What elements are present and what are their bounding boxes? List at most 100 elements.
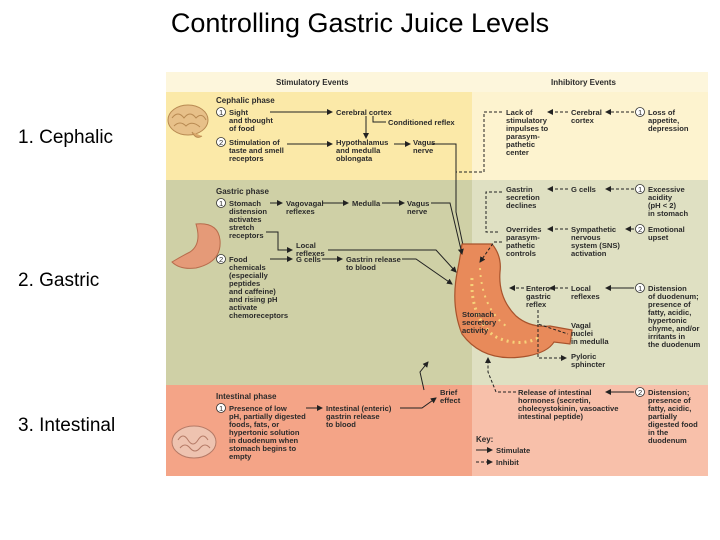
emotional-upset-text: Emotional upset: [648, 225, 685, 242]
svg-text:Hypothalamus: Hypothalamus: [336, 138, 388, 147]
inhibitory-cortex-text: Cerebral cortex: [571, 108, 602, 125]
svg-text:Vagal: Vagal: [571, 321, 591, 330]
svg-text:in stomach: in stomach: [648, 209, 688, 218]
svg-text:stimulatory: stimulatory: [506, 116, 548, 125]
gastrin-declines-text: Gastrin secretion declines: [506, 185, 540, 210]
intestinal-phase-title: Intestinal phase: [216, 392, 277, 401]
gastric-control-figure: Stimulatory Events Inhibitory Events Cep…: [166, 72, 708, 476]
intestinal-arrows: [306, 357, 634, 411]
svg-text:Sympathetic: Sympathetic: [571, 225, 616, 234]
svg-text:acidity: acidity: [648, 193, 673, 202]
svg-text:hypertonic solution: hypertonic solution: [229, 428, 300, 437]
svg-text:Brief: Brief: [440, 388, 458, 397]
enterogastric-text: Entero- gastric reflex: [526, 284, 553, 309]
svg-text:nervous: nervous: [571, 233, 601, 242]
svg-text:receptors: receptors: [229, 231, 264, 240]
cephalic-phase-label: 1. Cephalic: [18, 127, 114, 148]
stomach-icon: [171, 223, 221, 269]
svg-text:Sight: Sight: [229, 108, 248, 117]
svg-text:1: 1: [219, 404, 223, 413]
svg-text:foods, fats, or: foods, fats, or: [229, 420, 279, 429]
svg-text:in medulla: in medulla: [571, 337, 609, 346]
svg-text:gastric: gastric: [526, 292, 551, 301]
svg-text:parasym-: parasym-: [506, 233, 540, 242]
cephalic-sight-text: Sight and thought of food: [229, 108, 273, 133]
overrides-text: Overrides parasym- pathetic controls: [506, 225, 541, 258]
inhib-local-reflexes-text: Local reflexes: [571, 284, 600, 301]
intestine-icon: [171, 425, 217, 459]
gastric-inhib-1-marker: 1: [635, 184, 645, 194]
local-reflexes-text: Local reflexes: [296, 241, 325, 258]
svg-text:taste and smell: taste and smell: [229, 146, 284, 155]
svg-text:Loss of: Loss of: [648, 108, 675, 117]
svg-text:reflex: reflex: [526, 300, 547, 309]
svg-text:1: 1: [638, 185, 642, 194]
svg-text:the duodenum: the duodenum: [648, 340, 701, 349]
svg-text:of food: of food: [229, 124, 255, 133]
svg-text:appetite,: appetite,: [648, 116, 679, 125]
svg-text:of duodenum;: of duodenum;: [648, 292, 699, 301]
intestinal-band-right: [472, 385, 708, 476]
stimulatory-header: Stimulatory Events: [276, 78, 349, 87]
svg-text:chemicals: chemicals: [229, 263, 266, 272]
svg-text:Vagus: Vagus: [413, 138, 435, 147]
legend-inhibit-label: Inhibit: [496, 458, 519, 467]
svg-text:Distension: Distension: [648, 284, 687, 293]
svg-text:Gastrin release: Gastrin release: [346, 255, 401, 264]
duodenum-distension-text: Distension of duodenum; presence of fatt…: [648, 284, 701, 349]
svg-text:chemoreceptors: chemoreceptors: [229, 311, 288, 320]
svg-text:gastrin release: gastrin release: [326, 412, 380, 421]
svg-text:receptors: receptors: [229, 154, 264, 163]
svg-text:distension: distension: [229, 207, 267, 216]
svg-text:duodenum: duodenum: [648, 436, 687, 445]
svg-text:reflexes: reflexes: [296, 249, 325, 258]
svg-text:in duodenum when: in duodenum when: [229, 436, 299, 445]
svg-text:2: 2: [638, 388, 642, 397]
svg-text:nuclei: nuclei: [571, 329, 593, 338]
cephalic-inhib-marker: 1: [635, 107, 645, 117]
stomach-illustration: [454, 243, 573, 359]
svg-text:1: 1: [638, 284, 642, 293]
cerebral-cortex-label: Cerebral cortex: [336, 108, 392, 117]
presence-low-ph-text: Presence of low pH, partially digested f…: [229, 404, 306, 461]
svg-text:parasym-: parasym-: [506, 132, 540, 141]
gastric-phase-title: Gastric phase: [216, 187, 269, 196]
inhib-g-cells-label: G cells: [571, 185, 596, 194]
svg-text:and caffeine): and caffeine): [229, 287, 276, 296]
intestinal-phase-label: 3. Intestinal: [18, 415, 116, 436]
svg-text:Stomach: Stomach: [462, 310, 494, 319]
svg-text:presence of: presence of: [648, 396, 691, 405]
intestinal-step-1-marker: 1: [216, 403, 226, 413]
gastrin-release-text: Gastrin release to blood: [346, 255, 401, 272]
cephalic-band-right: [472, 92, 708, 180]
svg-text:and medulla: and medulla: [336, 146, 381, 155]
svg-text:upset: upset: [648, 233, 669, 242]
svg-text:Stimulation of: Stimulation of: [229, 138, 280, 147]
hypothalamus-text: Hypothalamus and medulla oblongata: [336, 138, 388, 163]
svg-text:pathetic: pathetic: [506, 241, 535, 250]
svg-text:Vagovagal: Vagovagal: [286, 199, 324, 208]
intestinal-inhib-marker: 2: [635, 387, 645, 397]
svg-text:declines: declines: [506, 201, 536, 210]
gastric-inhib-2-marker: 2: [635, 224, 645, 234]
g-cells-label: G cells: [296, 255, 321, 264]
gastric-arrows: [266, 186, 634, 361]
excessive-acidity-text: Excessive acidity (pH < 2) in stomach: [648, 185, 688, 218]
cephalic-stimulation-text: Stimulation of taste and smell receptors: [229, 138, 284, 163]
svg-text:partially: partially: [648, 412, 678, 421]
svg-text:Release of intestinal: Release of intestinal: [518, 388, 591, 397]
svg-text:nerve: nerve: [407, 207, 427, 216]
svg-text:Presence of low: Presence of low: [229, 404, 287, 413]
svg-text:presence of: presence of: [648, 300, 691, 309]
svg-text:secretory: secretory: [462, 318, 497, 327]
svg-text:(especially: (especially: [229, 271, 269, 280]
gastric-step-2-marker: 2: [216, 254, 226, 264]
svg-text:Stomach: Stomach: [229, 199, 261, 208]
svg-text:secretion: secretion: [506, 193, 540, 202]
svg-text:center: center: [506, 148, 529, 157]
svg-text:Overrides: Overrides: [506, 225, 541, 234]
svg-text:effect: effect: [440, 396, 461, 405]
svg-text:oblongata: oblongata: [336, 154, 373, 163]
svg-text:pathetic: pathetic: [506, 140, 535, 149]
svg-text:Entero-: Entero-: [526, 284, 553, 293]
